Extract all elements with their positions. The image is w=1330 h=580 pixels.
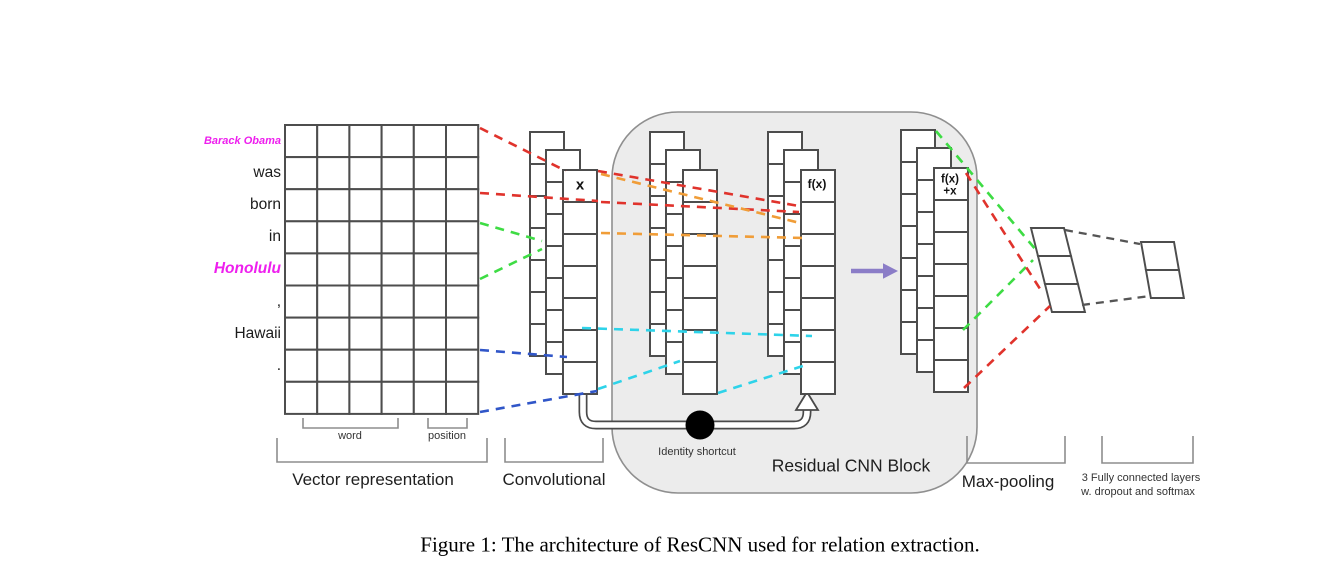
residual-sum-label: f(x) +x [941,173,959,198]
stage-label-fully-connected-line2: w. dropout and softmax [1081,486,1195,498]
sentence-token: Barack Obama [203,135,281,148]
conv-window-lines-red [479,126,599,203]
residual-feature-columns-3 [900,129,969,393]
residual-window-lines-red [597,169,800,214]
pooling-lines-green [935,130,1037,331]
vector-representation-bracket [276,438,488,463]
conv-window-lines-blue [479,348,598,414]
conv-feature-columns [529,131,598,395]
residual-window-lines-cyan [581,326,813,395]
identity-shortcut-dot [685,410,715,440]
stage-label-fully-connected-line1: 3 Fully connected layers [1081,472,1201,484]
maxpool-output-column [1029,227,1087,313]
sentence-token: Honolulu [213,260,281,278]
sentence-token: in [268,228,281,246]
max-pooling-bracket [966,436,1066,464]
residual-feature-columns-2 [767,131,836,395]
sentence-token: born [249,196,281,214]
conv-window-lines-green [479,221,543,281]
word-embedding-label: word [338,430,362,442]
residual-sum-label-line2: +x [943,185,957,197]
fc-output-column [1139,241,1186,299]
sentence-token: was [253,164,281,182]
fc-lines [1064,228,1151,307]
word-columns-brace [302,418,399,429]
sentence-token: . [276,356,281,374]
merge-arrow [851,263,898,279]
conv-input-label: x [575,176,585,194]
position-columns-brace [427,418,468,429]
stage-label-convolutional: Convolutional [502,470,606,489]
pooling-lines-red [963,172,1051,389]
residual-feature-columns-1 [649,131,718,395]
position-embedding-label: position [428,430,466,442]
embedding-matrix [284,124,480,415]
residual-output-label: f(x) [807,177,827,191]
stage-label-max-pooling: Max-pooling [961,472,1055,491]
figure-caption: Figure 1: The architecture of ResCNN use… [420,532,980,557]
residual-sum-label-line1: f(x) [941,173,959,186]
convolutional-bracket [504,438,604,463]
sentence-token: Hawaii [234,324,281,342]
identity-shortcut-label: Identity shortcut [658,446,736,458]
residual-window-lines-orange [600,172,804,240]
sentence-token: , [276,292,281,310]
fully-connected-bracket [1101,436,1194,464]
stage-label-vector-representation: Vector representation [292,470,454,489]
stage-label-residual-cnn-block: Residual CNN Block [771,455,931,476]
